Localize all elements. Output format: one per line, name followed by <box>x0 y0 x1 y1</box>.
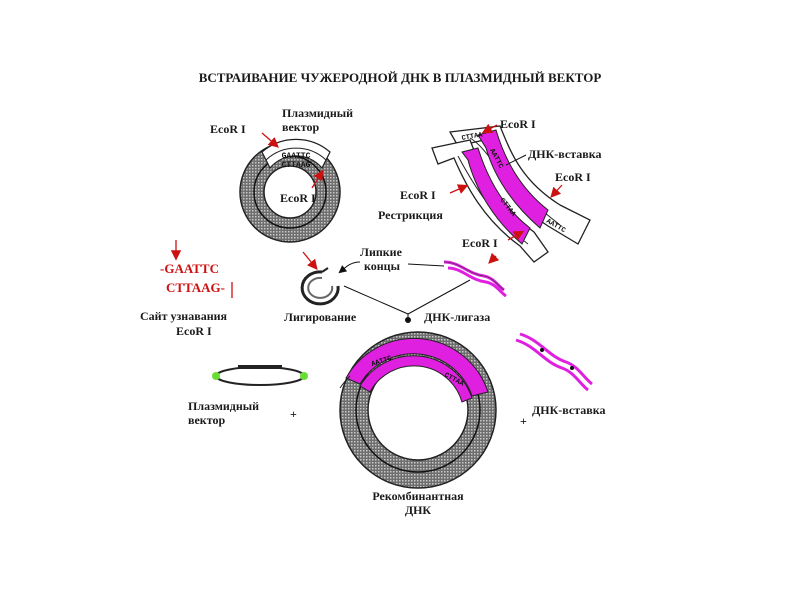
label-plasmid-vector-bottom-1: Плазмидный <box>188 399 259 413</box>
ring-sequence-top: GAATTC <box>282 152 311 161</box>
arrow-ecori-5 <box>449 184 469 194</box>
plus-sign-left: + <box>290 407 297 421</box>
site-sequence-2: CTTAAG- <box>166 280 225 295</box>
label-dna-insert-bottom: ДНК-вставка <box>532 403 606 417</box>
site-sequence-1: -GAATTC <box>160 261 219 276</box>
label-ecori-5: EcoR I <box>400 188 436 202</box>
label-ecori-6: EcoR I <box>462 236 498 250</box>
plasmid-ring-top: GAATTC CTTAAG <box>239 138 341 243</box>
label-recombinant-2: ДНК <box>405 503 432 517</box>
pointer-sticky-ends-left <box>338 261 361 274</box>
line-ligation-left <box>343 285 409 315</box>
label-plasmid-vector-top-2: вектор <box>282 120 319 134</box>
label-sticky-ends-1: Липкие <box>360 245 403 259</box>
pointer-dna-insert-top <box>505 154 527 166</box>
label-ecori-1: EcoR I <box>210 122 246 136</box>
arrow-ecori-2 <box>311 169 324 189</box>
pointer-sticky-ends-right <box>407 263 445 267</box>
label-recognition-site-2: EcoR I <box>176 324 212 338</box>
dna-insert-fragment-bottom <box>515 332 593 392</box>
diagram-title: ВСТРАИВАНИЕ ЧУЖЕРОДНОЙ ДНК В ПЛАЗМИДНЫЙ … <box>199 70 602 85</box>
label-ecori-2: EcoR I <box>280 191 316 205</box>
arrow-ecori-6 <box>507 230 525 241</box>
label-sticky-ends-2: концы <box>364 259 401 273</box>
label-ligation: Лигирование <box>284 310 357 324</box>
label-dna-insert-top: ДНК-вставка <box>528 147 602 161</box>
arrow-ecori-4 <box>550 184 563 198</box>
arrow-ecori-1 <box>261 132 279 148</box>
line-ligation-right <box>407 279 471 315</box>
sticky-end-fragment <box>443 260 507 298</box>
arrow-ecori-3 <box>481 123 498 134</box>
label-plasmid-vector-top-1: Плазмидный <box>282 106 353 120</box>
plus-sign-right: + <box>520 414 527 428</box>
strip-seq-white-top: CTTAA <box>461 131 484 143</box>
label-plasmid-vector-bottom-2: вектор <box>188 413 225 427</box>
arrow-ring-to-open <box>302 251 318 271</box>
plasmid-ellipse <box>212 365 308 386</box>
arrow-to-fragment <box>488 252 500 264</box>
label-ecori-4: EcoR I <box>555 170 591 184</box>
label-ecori-3: EcoR I <box>500 117 536 131</box>
label-restriction: Рестрикция <box>378 208 443 222</box>
ring-sequence-bottom: CTTAAG <box>282 161 311 170</box>
recombinant-ring: AATTC CTTAA <box>339 331 497 489</box>
opened-plasmid <box>300 267 340 306</box>
label-dna-ligase: ДНК-лигаза <box>424 310 490 324</box>
label-recombinant-1: Рекомбинантная <box>372 489 464 503</box>
label-recognition-site-1: Сайт узнавания <box>140 309 228 323</box>
